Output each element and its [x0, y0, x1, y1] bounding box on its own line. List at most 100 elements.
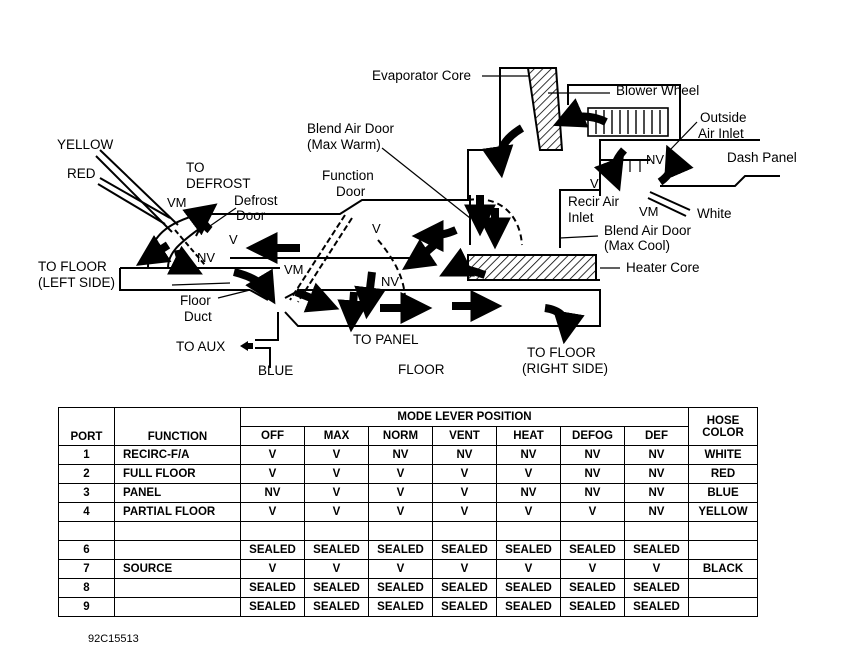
- mode-value-cell: V: [240, 445, 305, 465]
- mode-value-cell: SEALED: [560, 540, 625, 560]
- header-mode-norm: NORM: [368, 426, 433, 446]
- mode-value-cell: SEALED: [368, 540, 433, 560]
- function-cell: FULL FLOOR: [114, 464, 241, 484]
- label-function-door-2: Door: [336, 184, 366, 199]
- mode-value-cell: NV: [560, 445, 625, 465]
- evaporator-core: [526, 67, 564, 151]
- aux-port: [255, 312, 279, 368]
- mode-value-cell: [240, 521, 305, 541]
- header-mode-defog: DEFOG: [560, 426, 625, 446]
- label-to-floor-left: TO FLOOR: [38, 259, 107, 274]
- mode-value-cell: SEALED: [496, 578, 561, 598]
- mode-value-cell: NV: [496, 483, 561, 503]
- dash-panel-line: [660, 175, 780, 187]
- header-mode-vent: VENT: [432, 426, 497, 446]
- label-white: White: [697, 206, 732, 221]
- mode-value-cell: [496, 521, 561, 541]
- label-vm-defrost: VM: [167, 195, 187, 210]
- mode-value-cell: V: [240, 502, 305, 522]
- label-defrost-door: Defrost: [234, 193, 278, 208]
- label-v-function: V: [372, 221, 381, 236]
- hose-color-cell: BLACK: [688, 559, 758, 579]
- label-blend-air-door-warm-2: (Max Warm): [307, 137, 381, 152]
- mode-value-cell: SEALED: [304, 597, 369, 617]
- label-outside-air-inlet: Outside: [700, 110, 747, 125]
- heater-core: [467, 254, 597, 281]
- header-hose-color-2: COLOR: [702, 426, 744, 439]
- mode-value-cell: NV: [432, 445, 497, 465]
- mode-value-cell: NV: [496, 445, 561, 465]
- hose-color-cell: BLUE: [688, 483, 758, 503]
- header-mode-lever: MODE LEVER POSITION: [240, 407, 689, 427]
- mode-value-cell: SEALED: [240, 578, 305, 598]
- header-mode-off: OFF: [240, 426, 305, 446]
- label-floor: FLOOR: [398, 362, 445, 377]
- hose-color-cell: WHITE: [688, 445, 758, 465]
- mode-value-cell: NV: [624, 483, 689, 503]
- table-header-row: PORT FUNCTION MODE LEVER POSITION HOSE C…: [58, 407, 758, 446]
- label-blower-wheel: Blower Wheel: [616, 83, 699, 98]
- yellow-hose: [95, 149, 179, 233]
- header-mode-def: DEF: [624, 426, 689, 446]
- mode-value-cell: NV: [368, 445, 433, 465]
- mode-value-cell: V: [432, 559, 497, 579]
- mode-value-cell: SEALED: [432, 540, 497, 560]
- label-to-floor-right-2: (RIGHT SIDE): [522, 361, 608, 376]
- label-blend-air-door-cool: Blend Air Door: [604, 223, 692, 238]
- blend-air-door: [467, 198, 523, 246]
- port-cell: 2: [58, 464, 115, 484]
- label-heater-core: Heater Core: [626, 260, 700, 275]
- mode-value-cell: [560, 521, 625, 541]
- mode-value-cell: SEALED: [624, 578, 689, 598]
- label-v-defrost: V: [229, 232, 238, 247]
- mode-value-cell: NV: [560, 464, 625, 484]
- hose-color-cell: [688, 578, 758, 598]
- label-to-floor-right: TO FLOOR: [527, 345, 596, 360]
- mode-value-cell: V: [368, 483, 433, 503]
- function-cell: [114, 521, 241, 541]
- mode-value-cell: SEALED: [496, 540, 561, 560]
- mode-value-cell: V: [624, 559, 689, 579]
- mode-value-cell: SEALED: [560, 578, 625, 598]
- hose-color-cell: [688, 540, 758, 560]
- label-nv-outside: NV: [646, 152, 664, 167]
- port-cell: 7: [58, 559, 115, 579]
- label-nv-function: NV: [381, 274, 399, 289]
- function-cell: PARTIAL FLOOR: [114, 502, 241, 522]
- function-cell: PANEL: [114, 483, 241, 503]
- header-hose-color: HOSE COLOR: [688, 407, 758, 446]
- mode-value-cell: [432, 521, 497, 541]
- mode-value-cell: NV: [624, 464, 689, 484]
- label-blend-air-door-warm: Blend Air Door: [307, 121, 395, 136]
- figure-id: 92C15513: [88, 633, 139, 645]
- header-hose-color-1: HOSE: [706, 414, 740, 427]
- header-mode-max: MAX: [304, 426, 369, 446]
- mode-value-cell: V: [368, 502, 433, 522]
- label-to-defrost: TO: [186, 160, 205, 175]
- hvac-airflow-diagram: Evaporator Core Blower Wheel Outside Air…: [38, 67, 797, 378]
- mode-value-cell: SEALED: [432, 578, 497, 598]
- mode-value-cell: V: [240, 559, 305, 579]
- port-cell: 6: [58, 540, 115, 560]
- mode-value-cell: V: [496, 464, 561, 484]
- mode-value-cell: NV: [624, 445, 689, 465]
- function-cell: [114, 578, 241, 598]
- mode-value-cell: V: [368, 559, 433, 579]
- mode-value-cell: [304, 521, 369, 541]
- label-to-panel: TO PANEL: [353, 332, 419, 347]
- hose-color-cell: [688, 597, 758, 617]
- mode-value-cell: SEALED: [496, 597, 561, 617]
- white-hose: [647, 191, 691, 217]
- mode-value-cell: SEALED: [240, 597, 305, 617]
- mode-value-cell: SEALED: [624, 597, 689, 617]
- label-to-defrost-2: DEFROST: [186, 176, 251, 191]
- label-dash-panel: Dash Panel: [727, 150, 797, 165]
- mode-value-cell: V: [304, 464, 369, 484]
- mode-value-cell: V: [240, 464, 305, 484]
- mode-value-cell: SEALED: [368, 578, 433, 598]
- port-cell: 9: [58, 597, 115, 617]
- port-cell: 8: [58, 578, 115, 598]
